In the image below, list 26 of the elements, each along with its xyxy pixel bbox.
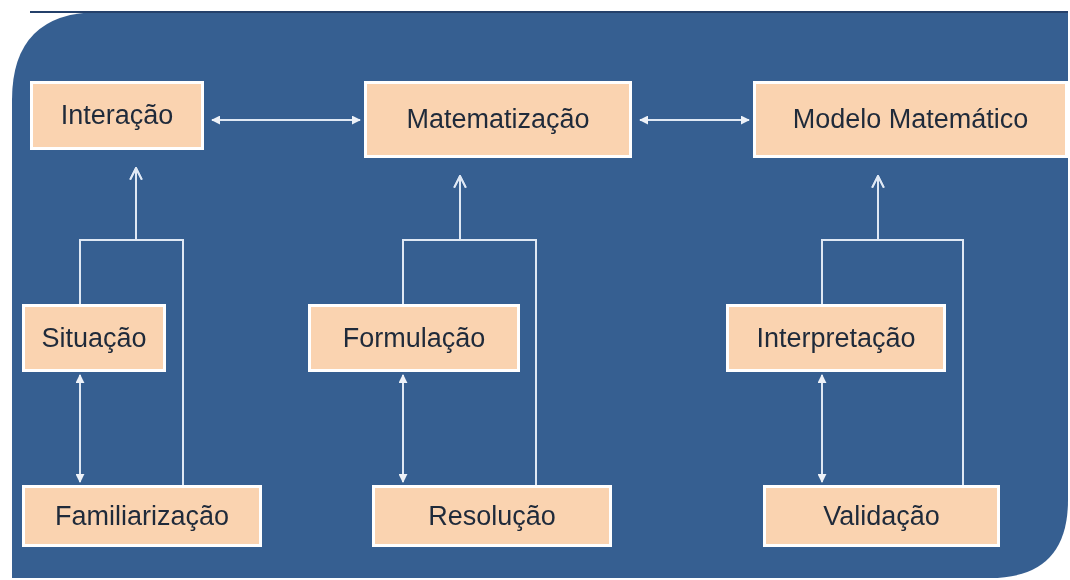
box-label: Modelo Matemático	[792, 104, 1029, 135]
box-label: Interação	[60, 100, 174, 131]
arrow	[211, 115, 361, 125]
box-label: Interpretação	[756, 322, 916, 354]
process-box	[372, 485, 612, 547]
box-label: Familiarização	[54, 500, 230, 532]
arrow	[129, 167, 184, 486]
process-box	[364, 81, 632, 158]
process-box	[763, 485, 1000, 547]
box-label: Resolução	[428, 500, 556, 532]
arrow	[871, 175, 964, 486]
arrow	[398, 374, 408, 483]
box-label: Validação	[823, 500, 940, 532]
process-box	[726, 304, 946, 372]
process-box	[753, 81, 1068, 158]
box-label: Matematização	[406, 104, 590, 135]
process-box	[30, 81, 204, 150]
arrow	[817, 374, 827, 483]
box-label: Situação	[41, 322, 147, 354]
arrow	[453, 175, 537, 486]
arrow	[75, 374, 85, 483]
arrow	[639, 115, 750, 125]
process-box	[22, 485, 262, 547]
process-box	[22, 304, 166, 372]
process-box	[308, 304, 520, 372]
box-label: Formulação	[342, 322, 486, 354]
